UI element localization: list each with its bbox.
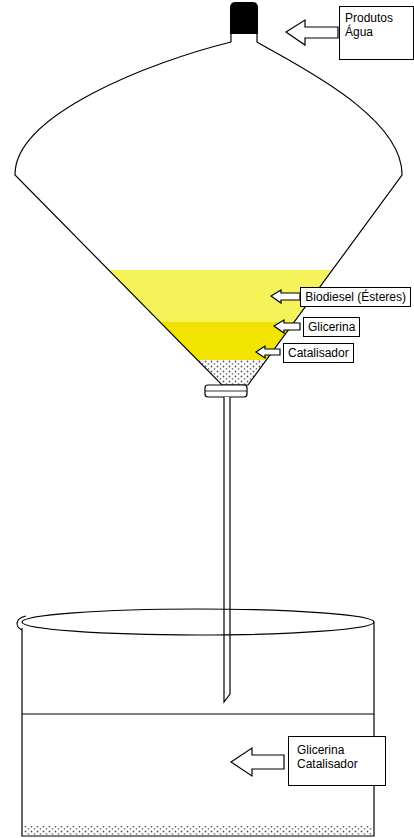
pointer-arrow xyxy=(271,290,300,303)
label-box: Glicerina xyxy=(303,317,360,337)
label-text: Glicerina Catalisador xyxy=(297,743,377,772)
biodiesel-layer xyxy=(109,270,332,322)
label-text: Biodiesel (Ésteres) xyxy=(305,290,406,304)
pointer-arrow xyxy=(286,20,338,45)
label-box: Glicerina Catalisador xyxy=(288,736,386,786)
pointer-arrow xyxy=(274,320,300,333)
pointer-arrow xyxy=(256,346,280,358)
catalyst-layer xyxy=(197,360,266,385)
stopcock xyxy=(205,385,247,397)
stopper-base xyxy=(230,28,258,34)
liquid-level xyxy=(22,714,374,715)
funnel-stem xyxy=(224,397,230,702)
pointer-arrows xyxy=(231,20,338,776)
beaker-spout xyxy=(17,616,26,630)
beaker-wall xyxy=(22,622,374,836)
funnel-body xyxy=(15,34,402,385)
label-box: Biodiesel (Ésteres) xyxy=(300,287,411,307)
catalyst-sediment xyxy=(24,826,372,835)
label-box: Produtos Água xyxy=(339,6,414,60)
label-text: Produtos Água xyxy=(345,11,408,40)
label-box: Catalisador xyxy=(283,343,354,363)
label-text: Glicerina xyxy=(308,320,355,334)
glycerin-layer xyxy=(160,322,294,360)
pointer-arrow xyxy=(231,748,284,776)
beaker-rim xyxy=(22,609,374,635)
label-text: Catalisador xyxy=(288,346,349,360)
stopper xyxy=(230,2,258,32)
